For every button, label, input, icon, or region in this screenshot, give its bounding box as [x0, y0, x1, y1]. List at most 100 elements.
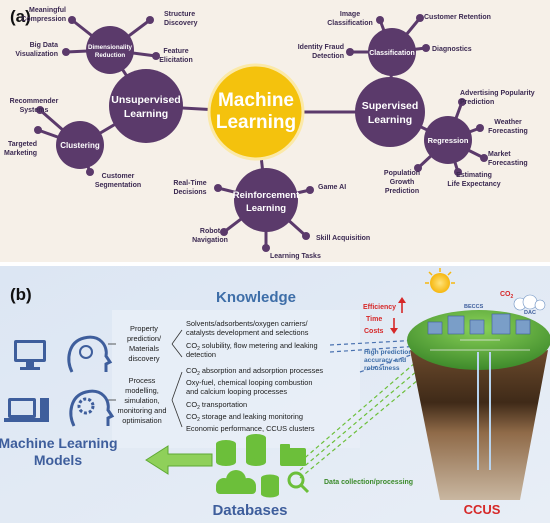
dimensionality-line2: Reduction — [95, 52, 125, 59]
unsupervised-learning-node — [109, 69, 183, 143]
panel-a-tag: (a) — [10, 7, 31, 26]
computer-monitor-icon — [14, 340, 46, 370]
leaf-recommender-2: Systems — [20, 107, 49, 114]
leaf-feature-elicitation-2: Elicitation — [159, 57, 192, 64]
dashed-links — [329, 339, 421, 373]
knowledge-items: Solvents/adsorbents/oxygen carriers/ cat… — [186, 319, 323, 433]
ccus-illustration: BECCS DAC CO2 — [407, 268, 550, 500]
laptop-icon — [4, 398, 49, 422]
knowledge-item-1a: Solvents/adsorbents/oxygen carriers/ — [186, 319, 309, 328]
leaf-customer-retention: Customer Retention — [424, 14, 491, 21]
leaf-meaningful-compression-1: Meaningful — [29, 7, 66, 14]
category-property-1: Property — [130, 324, 158, 333]
green-arrow-icon — [145, 445, 213, 475]
down-arrow-icon — [390, 318, 398, 334]
injection-wells — [477, 352, 491, 470]
knowledge-item-2b: detection — [186, 350, 216, 359]
leaf-customer-segmentation-1: Customer — [102, 173, 135, 180]
leaf-advertising-2: Prediction — [460, 99, 494, 106]
ml-models-line2: Models — [34, 452, 82, 468]
knowledge-item-5-rest: transportation — [200, 400, 247, 409]
leaf-market-2: Forecasting — [488, 160, 528, 167]
clustering-label: Clustering — [60, 141, 100, 150]
leaf-image-classification-2: Classification — [327, 20, 373, 27]
dimensionality-reduction-node — [86, 26, 134, 74]
supervised-line1: Supervised — [362, 100, 419, 112]
co2-subscript: 2 — [511, 294, 514, 300]
co2-prefix: CO — [186, 400, 197, 409]
category-property-2: prediction/ — [127, 334, 162, 343]
machine-learning-line2: Learning — [216, 112, 296, 133]
facility-buildings — [427, 313, 531, 335]
leaf-real-time-1: Real-Time — [173, 180, 206, 187]
leaf-population-2: Growth — [390, 179, 415, 186]
knowledge-item-4a: Oxy-fuel, chemical looping combustion — [186, 378, 313, 387]
leaf-targeted-2: Marketing — [4, 150, 37, 157]
reinforcement-line1: Reinforcement — [233, 190, 300, 201]
panel-b-tag: (b) — [10, 285, 32, 304]
category-process-3: simulation, — [124, 396, 159, 405]
efficiency-label: Efficiency — [363, 304, 396, 311]
machine-learning-hub — [207, 63, 305, 161]
supervised-line2: Learning — [368, 114, 412, 126]
mindmap-leaf-dots — [34, 14, 488, 252]
leaf-real-time-2: Decisions — [173, 189, 206, 196]
knowledge-item-6: CO2 storage and leaking monitoring — [186, 412, 303, 423]
leaf-learning-tasks: Learning Tasks — [270, 253, 321, 260]
knowledge-item-1b: catalysts development and selections — [186, 328, 309, 337]
co2-subscript: 2 — [197, 371, 200, 377]
data-collection-label: Data collection/processing — [324, 479, 413, 486]
time-label: Time — [366, 316, 382, 323]
co2-cloud-icon — [513, 294, 546, 311]
sun-rays — [425, 268, 455, 284]
knowledge-title: Knowledge — [216, 289, 296, 306]
co2-subscript: 2 — [197, 417, 200, 423]
leaf-life-expectancy-1: Estimating — [456, 172, 492, 179]
category-process-4: monitoring and — [118, 406, 167, 415]
magnifier-icon — [287, 471, 310, 494]
leaf-advertising-1: Advertising Popularity — [460, 90, 535, 97]
leaf-identity-fraud-1: Identity Fraud — [298, 44, 344, 51]
sun-icon — [430, 273, 450, 293]
co2-prefix: CO — [186, 412, 197, 421]
knowledge-item-3-rest: absorption and adsorption processes — [200, 366, 324, 375]
leaf-diagnostics: Diagnostics — [432, 46, 472, 53]
gear-head-icon — [69, 389, 115, 427]
folder-icon — [280, 444, 306, 466]
data-collection-links — [299, 349, 431, 479]
brain-head-icon — [67, 335, 113, 373]
database-icon — [261, 474, 279, 498]
cloud-icon — [216, 470, 256, 494]
clustering-node — [56, 121, 104, 169]
machine-learning-line1: Machine — [218, 90, 294, 111]
classification-label: Classification — [369, 50, 415, 57]
leaf-customer-segmentation-2: Segmentation — [95, 182, 141, 189]
category-property-4: discovery — [128, 354, 160, 363]
database-icons — [216, 434, 310, 498]
regression-node — [424, 116, 472, 164]
knowledge-brackets — [108, 329, 183, 428]
knowledge-item-2a-rest: solubility, flow metering and leaking — [200, 341, 318, 350]
knowledge-item-7: Economic performance, CCUS clusters — [186, 424, 315, 433]
high-prediction-2: accuracy and — [364, 357, 406, 364]
leaf-weather-1: Weather — [494, 119, 522, 126]
leaf-game-ai: Game AI — [318, 184, 346, 191]
high-prediction-3: robustness — [364, 365, 400, 372]
co2-prefix: CO — [186, 341, 197, 350]
knowledge-item-4b: and calcium looping processes — [186, 387, 287, 396]
leaf-weather-2: Forecasting — [488, 128, 528, 135]
dac-label: DAC — [524, 310, 536, 316]
pipeline-lines — [430, 339, 530, 351]
leaf-market-1: Market — [488, 151, 511, 158]
panel-a: (a) — [0, 0, 550, 262]
category-process-5: optimisation — [122, 416, 161, 425]
knowledge-panel — [112, 310, 360, 448]
ccus-label: CCUS — [464, 502, 501, 517]
category-process-2: modelling, — [125, 386, 159, 395]
regression-label: Regression — [428, 136, 469, 145]
knowledge-item-5: CO2 transportation — [186, 400, 247, 411]
database-icon — [246, 434, 266, 466]
leaf-life-expectancy-2: Life Expectancy — [447, 181, 500, 188]
ml-models-line1: Machine Learning — [0, 435, 118, 451]
